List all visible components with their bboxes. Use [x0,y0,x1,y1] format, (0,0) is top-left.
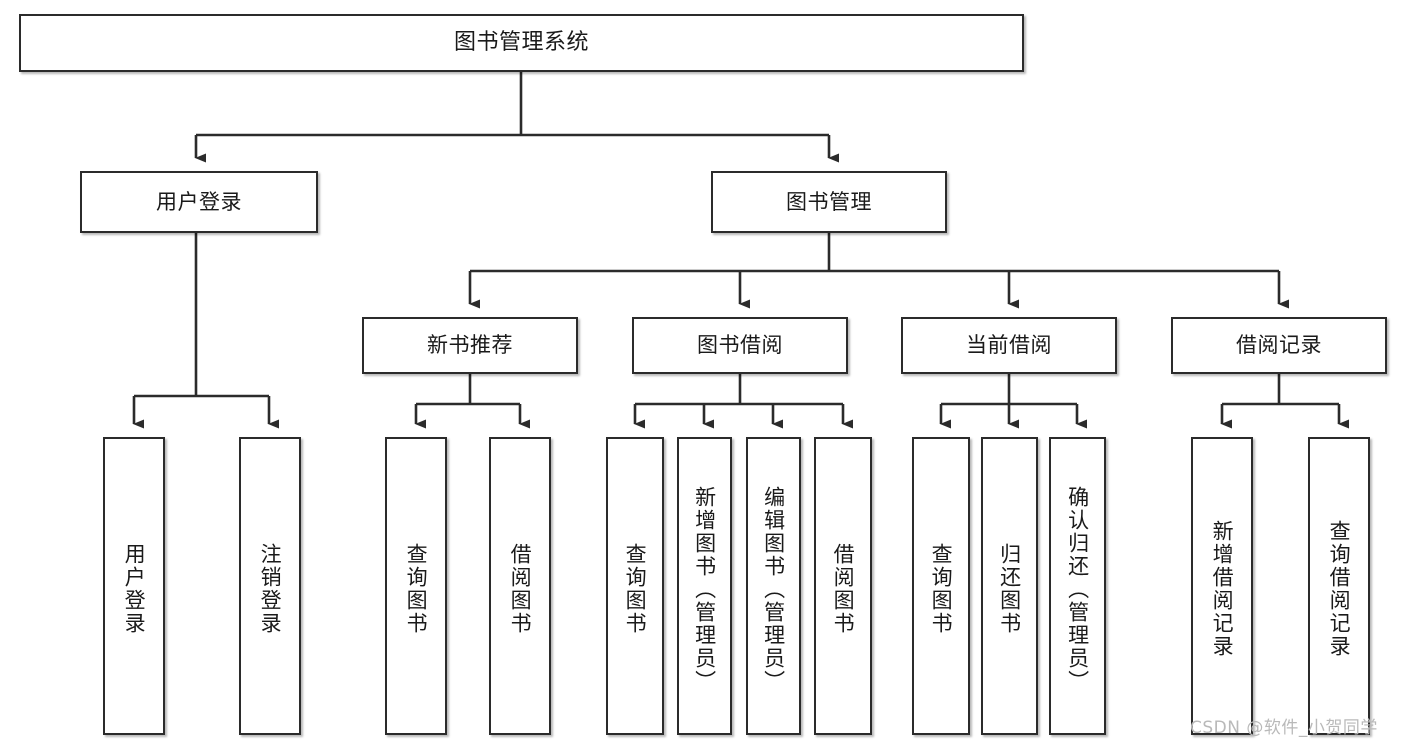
node-borrow-record-label: 借阅记录 [1236,333,1322,358]
node-user-login[interactable]: 用户登录 [80,171,318,233]
node-new-book-recommend[interactable]: 新书推荐 [362,317,578,374]
node-current-borrow[interactable]: 当前借阅 [901,317,1117,374]
node-leaf-add-book[interactable]: 新增图书（管理员） [677,437,732,735]
node-current-borrow-label: 当前借阅 [966,333,1052,358]
csdn-watermark: CSDN @软件_小贺同学 [1190,718,1378,738]
node-book-manage[interactable]: 图书管理 [711,171,947,233]
node-book-borrow[interactable]: 图书借阅 [632,317,848,374]
node-root-label: 图书管理系统 [453,30,589,56]
node-leaf-add-record-label: 新增借阅记录 [1210,520,1235,658]
node-leaf-add-book-label: 新增图书（管理员） [692,485,717,693]
edge-group-new-book-recommend [414,374,530,429]
node-borrow-record[interactable]: 借阅记录 [1171,317,1387,374]
node-leaf-return-book[interactable]: 归还图书 [981,437,1038,735]
node-book-borrow-label: 图书借阅 [697,333,783,358]
node-leaf-borrow-book-2[interactable]: 借阅图书 [814,437,872,735]
node-leaf-edit-book-label: 编辑图书（管理员） [761,485,786,693]
edge-group-borrow-record [1220,374,1349,429]
node-leaf-confirm-return-label: 确认归还（管理员） [1065,485,1090,693]
node-leaf-query-record-label: 查询借阅记录 [1327,520,1352,658]
node-leaf-query-record[interactable]: 查询借阅记录 [1308,437,1370,735]
node-leaf-return-book-label: 归还图书 [997,543,1022,635]
node-leaf-logout-login-label: 注销登录 [258,543,283,635]
node-leaf-query-book-3[interactable]: 查询图书 [912,437,970,735]
node-leaf-edit-book[interactable]: 编辑图书（管理员） [746,437,801,735]
edge-group-user-login [132,233,279,429]
node-leaf-query-book-1-label: 查询图书 [404,543,429,635]
node-book-manage-label: 图书管理 [786,189,872,214]
node-new-book-recommend-label: 新书推荐 [427,333,513,358]
node-leaf-borrow-book-1-label: 借阅图书 [508,543,533,635]
node-leaf-borrow-book-2-label: 借阅图书 [831,543,856,635]
node-leaf-borrow-book-1[interactable]: 借阅图书 [489,437,551,735]
node-leaf-query-book-1[interactable]: 查询图书 [385,437,447,735]
node-leaf-query-book-2-label: 查询图书 [623,543,648,635]
node-leaf-confirm-return[interactable]: 确认归还（管理员） [1049,437,1106,735]
node-root-book-management-system[interactable]: 图书管理系统 [19,14,1024,72]
node-leaf-user-login-label: 用户登录 [122,543,147,635]
node-leaf-logout-login[interactable]: 注销登录 [239,437,301,735]
node-user-login-label: 用户登录 [156,189,242,214]
node-leaf-add-record[interactable]: 新增借阅记录 [1191,437,1253,735]
edge-group-book-borrow [633,374,853,429]
edge-group-current-borrow [939,374,1087,429]
edge-group-root [194,72,839,163]
node-leaf-user-login[interactable]: 用户登录 [103,437,165,735]
node-leaf-query-book-2[interactable]: 查询图书 [606,437,664,735]
node-leaf-query-book-3-label: 查询图书 [929,543,954,635]
edge-group-book-manage [468,233,1289,309]
